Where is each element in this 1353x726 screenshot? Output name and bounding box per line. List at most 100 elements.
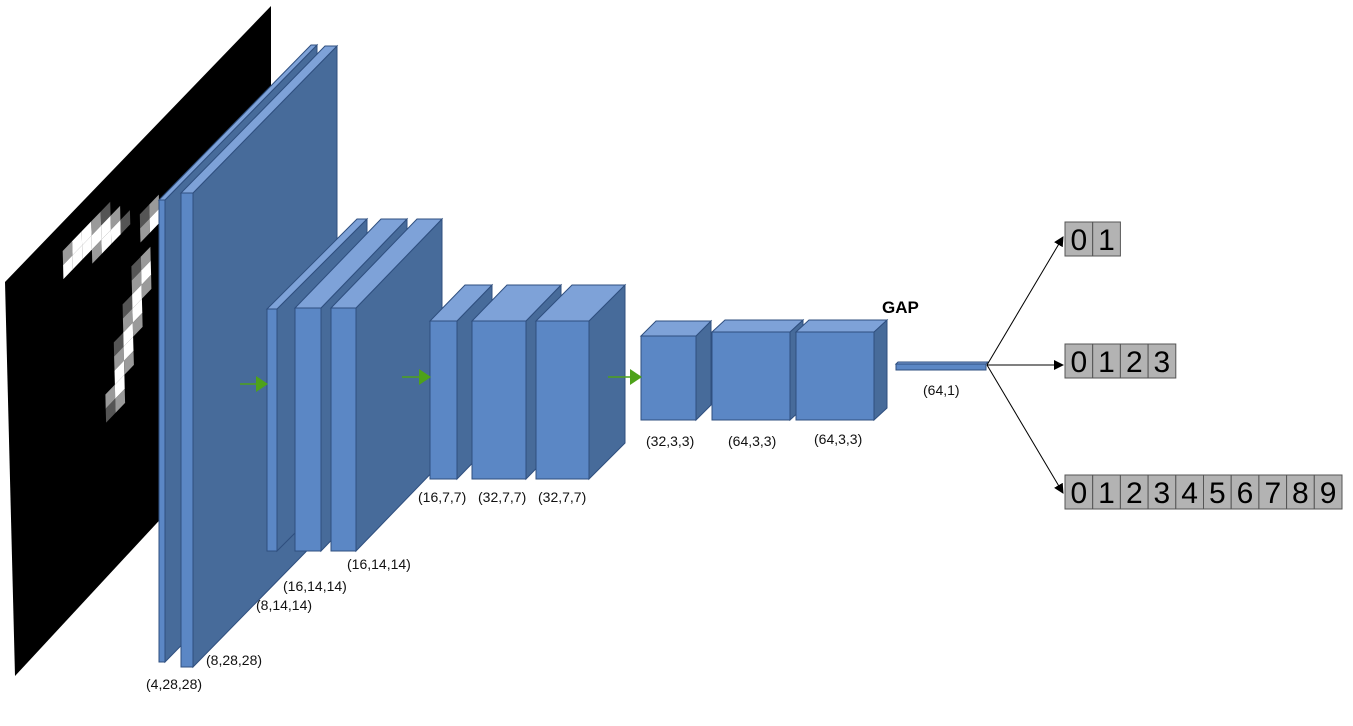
digit-label: 2 — [1126, 346, 1143, 379]
label-deep-3: (64,3,3) — [814, 431, 862, 447]
head-arrows — [986, 236, 1064, 494]
label-deep-1: (32,3,3) — [646, 433, 694, 449]
layer-deep-2-top — [710, 319, 805, 333]
image-pixel — [131, 256, 142, 281]
image-pixel — [124, 350, 134, 375]
label-gap-title: GAP — [882, 298, 919, 317]
layer-input-1-front — [158, 199, 166, 663]
input-image-pixels — [62, 194, 160, 423]
dimension-labels: (4,28,28) (8,28,28) (8,14,14) (16,14,14)… — [146, 298, 960, 692]
image-pixel — [132, 312, 143, 337]
image-pixel — [110, 220, 121, 244]
digit-label: 5 — [1209, 477, 1226, 510]
image-pixel — [105, 384, 116, 409]
digit-cell — [1092, 221, 1121, 257]
layer-down-3 — [534, 283, 627, 481]
image-pixel — [141, 260, 152, 285]
image-pixel — [105, 398, 116, 423]
layer-blocks — [157, 43, 889, 669]
image-pixel — [72, 245, 83, 270]
digit-label: 0 — [1070, 346, 1087, 379]
digit-cell — [1119, 474, 1149, 510]
layer-down-3-front — [535, 320, 590, 480]
image-pixel — [100, 201, 111, 226]
digit-label: 2 — [1126, 477, 1143, 510]
image-pixel — [91, 225, 102, 250]
image-pixel — [91, 239, 102, 264]
digit-label: 9 — [1320, 477, 1337, 510]
image-pixel — [149, 208, 160, 233]
layer-deep-3-top — [794, 319, 889, 333]
label-conv-3: (16,14,14) — [347, 556, 411, 572]
image-pixel — [72, 231, 83, 256]
digit-label: 1 — [1098, 346, 1115, 379]
image-pixel — [123, 322, 134, 347]
head-arrow-binary — [986, 236, 1064, 366]
image-pixel — [114, 374, 125, 399]
label-input-2: (8,28,28) — [206, 652, 262, 668]
digit-cell — [1175, 474, 1205, 510]
green-arrow-icon — [402, 369, 431, 385]
layer-down-1-front — [429, 320, 458, 480]
digit-label: 0 — [1070, 224, 1087, 257]
image-pixel — [110, 205, 121, 230]
digit-label: 6 — [1237, 477, 1254, 510]
label-deep-2: (64,3,3) — [728, 433, 776, 449]
image-pixel — [123, 336, 134, 361]
layer-deep-2 — [710, 318, 805, 422]
layer-deep-1 — [639, 319, 713, 422]
image-pixel — [114, 360, 125, 385]
image-pixel — [113, 332, 124, 357]
image-pixel — [115, 388, 126, 413]
green-arrow-icon — [240, 376, 268, 392]
layer-input-2-front — [180, 192, 194, 668]
label-gap-vector: (64,1) — [923, 382, 960, 398]
digit-cell — [1313, 474, 1343, 510]
digit-cell — [1119, 343, 1149, 379]
label-down-2: (32,7,7) — [478, 489, 526, 505]
digit-cell — [1064, 343, 1094, 379]
image-pixel — [91, 211, 102, 236]
layer-deep-3 — [794, 318, 889, 422]
digit-label: 7 — [1264, 477, 1281, 510]
digit-cell — [1092, 474, 1121, 510]
digit-label: 1 — [1098, 477, 1115, 510]
layer-conv-1-front — [266, 308, 278, 552]
label-conv-1: (8,14,14) — [256, 597, 312, 613]
image-pixel — [140, 246, 151, 271]
layer-down-2-front — [471, 320, 527, 480]
digit-label: 4 — [1181, 477, 1198, 510]
image-pixel — [63, 255, 73, 280]
image-pixel — [101, 229, 112, 254]
image-pixel — [62, 241, 73, 266]
digit-label: 3 — [1154, 346, 1171, 379]
digit-label: 1 — [1098, 224, 1115, 257]
digit-cell — [1064, 474, 1094, 510]
green-arrow-icon — [608, 369, 642, 385]
image-pixel — [132, 284, 142, 309]
digit-label: 8 — [1292, 477, 1309, 510]
digit-cell — [1203, 474, 1232, 510]
label-input-1: (4,28,28) — [146, 676, 202, 692]
image-pixel — [114, 346, 124, 371]
layer-conv-3 — [329, 217, 444, 553]
image-pixel — [149, 194, 160, 219]
label-conv-2: (16,14,14) — [283, 578, 347, 594]
image-pixel — [122, 294, 133, 319]
image-pixel — [140, 218, 150, 243]
digit-label: 3 — [1154, 477, 1171, 510]
layer-conv-2-front — [294, 307, 322, 552]
gap-vector-bar — [895, 363, 987, 371]
image-pixel — [82, 235, 92, 260]
layer-conv-3-front — [330, 307, 357, 552]
digit-cell — [1147, 343, 1177, 379]
label-down-1: (16,7,7) — [418, 489, 466, 505]
image-pixel — [101, 215, 111, 240]
image-pixel — [141, 274, 152, 299]
digit-cell — [1230, 474, 1260, 510]
layer-deep-3-side — [873, 318, 888, 422]
